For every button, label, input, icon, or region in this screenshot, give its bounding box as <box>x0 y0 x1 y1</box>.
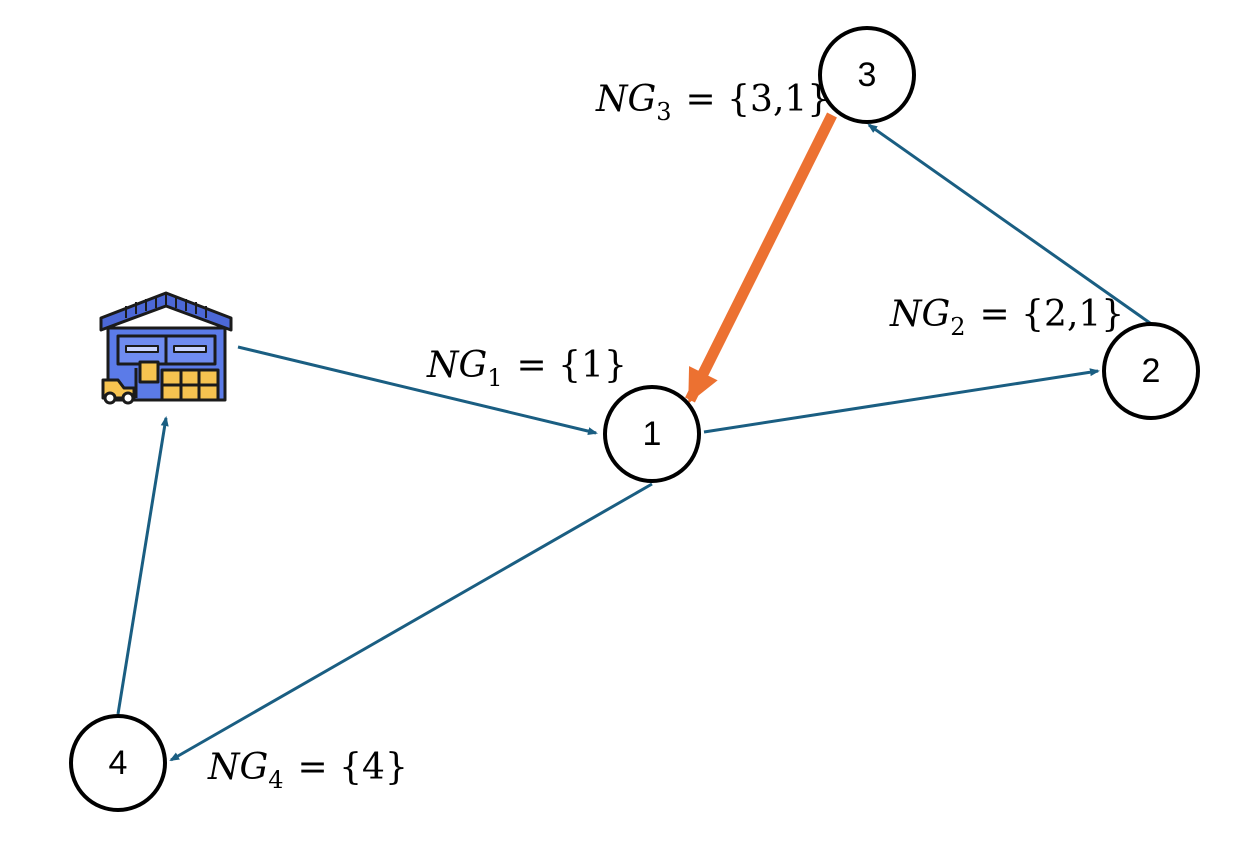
node-2[interactable]: 2 <box>1102 322 1200 420</box>
warehouse-icon <box>99 291 233 405</box>
node-4[interactable]: 4 <box>69 714 167 812</box>
edge-depot-to-1 <box>237 345 598 436</box>
ng-label-4: NG4= {4} <box>207 747 408 794</box>
node-1[interactable]: 1 <box>603 385 701 483</box>
edge-2-to-3 <box>867 123 1151 325</box>
edge-4-to-depot <box>116 416 169 715</box>
ng-label-3: NG3= {3,1} <box>595 79 830 126</box>
node-2-label: 2 <box>1142 352 1161 390</box>
node-1-label: 1 <box>643 415 662 453</box>
edge-1-to-2 <box>703 368 1100 434</box>
ng-label-2: NG2= {2,1} <box>889 294 1124 341</box>
node-3[interactable]: 3 <box>818 26 916 124</box>
ng-label-1: NG1= {1} <box>426 345 627 392</box>
edge-1-to-4 <box>169 482 653 762</box>
edge-3-to-1-highlighted <box>685 112 837 404</box>
node-3-label: 3 <box>858 56 877 94</box>
node-4-label: 4 <box>109 744 128 782</box>
